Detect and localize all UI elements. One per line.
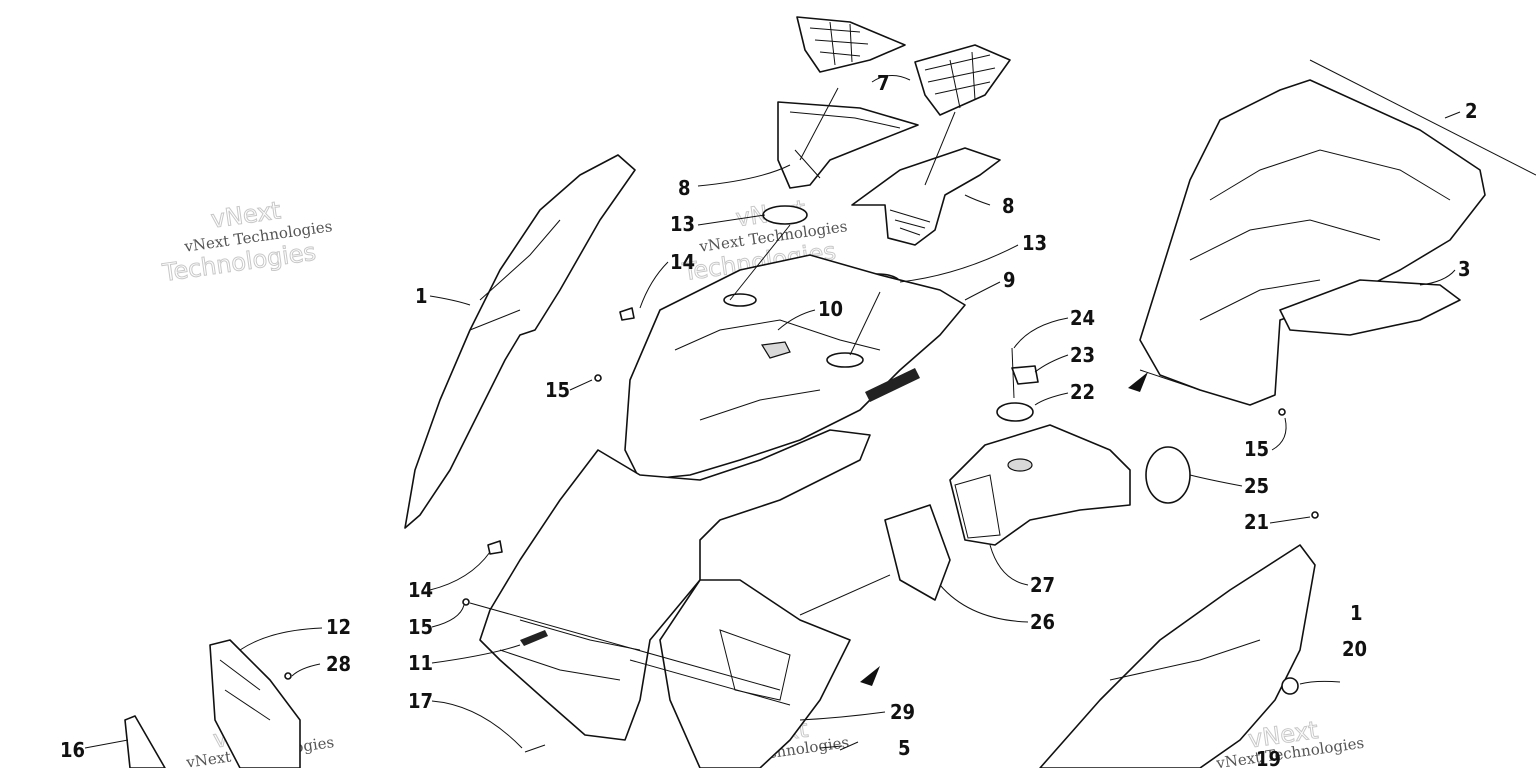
callout-14-bottom: 14 xyxy=(408,578,433,602)
callout-20: 20 xyxy=(1342,637,1367,661)
part-lower-front-bracket xyxy=(659,579,851,768)
callout-23: 23 xyxy=(1070,343,1095,367)
part-screw-28 xyxy=(284,672,292,680)
part-screw-top xyxy=(1011,347,1015,399)
part-clip-14a xyxy=(619,307,635,321)
part-bolt-17 xyxy=(524,744,546,753)
part-lens xyxy=(124,715,166,768)
callout-29: 29 xyxy=(890,700,915,724)
part-side-panel-right xyxy=(1039,544,1316,768)
part-screw-15a xyxy=(594,374,602,382)
callout-labels: 1 1 2 3 5 7 8 8 9 10 11 12 13 13 14 14 1… xyxy=(60,71,1478,768)
callout-27: 27 xyxy=(1030,573,1055,597)
callout-26: 26 xyxy=(1030,610,1055,634)
part-air-duct-left xyxy=(777,101,919,189)
callout-24: 24 xyxy=(1070,306,1095,330)
callout-7: 7 xyxy=(877,71,890,95)
callout-13-left: 13 xyxy=(670,212,695,236)
callout-11: 11 xyxy=(408,651,433,675)
part-rear-housing xyxy=(1139,79,1486,406)
callout-13-right: 13 xyxy=(1022,231,1047,255)
callout-8-left: 8 xyxy=(678,176,691,200)
callout-9: 9 xyxy=(1003,268,1016,292)
part-screw-21 xyxy=(1311,511,1319,519)
direction-arrow-right xyxy=(1128,372,1148,392)
callout-19: 19 xyxy=(1256,747,1281,768)
callout-21: 21 xyxy=(1244,510,1269,534)
callout-22: 22 xyxy=(1070,380,1095,404)
callout-8-right: 8 xyxy=(1002,194,1015,218)
leader-lines xyxy=(84,75,1461,749)
callout-12: 12 xyxy=(326,615,351,639)
callout-16: 16 xyxy=(60,738,85,762)
part-pad xyxy=(761,341,791,359)
callout-14-top: 14 xyxy=(670,250,695,274)
part-screw-15c xyxy=(1278,408,1286,416)
part-clip-14b xyxy=(487,540,503,555)
part-gasket xyxy=(884,504,951,601)
part-seal-ring-left xyxy=(762,205,808,225)
part-mirror-bracket xyxy=(209,639,301,768)
part-housing-shield xyxy=(1279,279,1461,336)
callout-1-left: 1 xyxy=(415,284,428,308)
callout-2: 2 xyxy=(1465,99,1478,123)
part-grommet xyxy=(996,402,1034,422)
callout-28: 28 xyxy=(326,652,351,676)
part-air-duct-right xyxy=(851,147,1001,246)
direction-arrow-center xyxy=(860,666,880,686)
part-hose-clamp xyxy=(1145,446,1191,504)
part-hood-shell xyxy=(479,429,871,741)
callout-3: 3 xyxy=(1458,257,1471,281)
callout-1-right: 1 xyxy=(1350,601,1363,625)
part-clip xyxy=(1011,365,1039,385)
part-intake-grille-right xyxy=(914,44,1011,116)
part-fastener-20 xyxy=(1281,677,1299,695)
part-side-panel-left xyxy=(404,154,636,529)
callout-10: 10 xyxy=(818,297,843,321)
part-screw-15b xyxy=(462,598,470,606)
callout-15-right: 15 xyxy=(1244,437,1269,461)
part-bracket-line xyxy=(1309,59,1536,176)
part-intake-grille-left xyxy=(796,16,906,73)
part-upper-console xyxy=(624,254,966,481)
watermark-top-left: vNext vNext Technologies Technologies xyxy=(160,196,334,288)
callout-25: 25 xyxy=(1244,474,1269,498)
callout-17: 17 xyxy=(408,689,433,713)
callout-15-top: 15 xyxy=(545,378,570,402)
callout-15-bottom: 15 xyxy=(408,615,433,639)
part-bolt-5 xyxy=(839,741,859,751)
part-intake-duct xyxy=(949,424,1131,546)
callout-5: 5 xyxy=(898,736,911,760)
